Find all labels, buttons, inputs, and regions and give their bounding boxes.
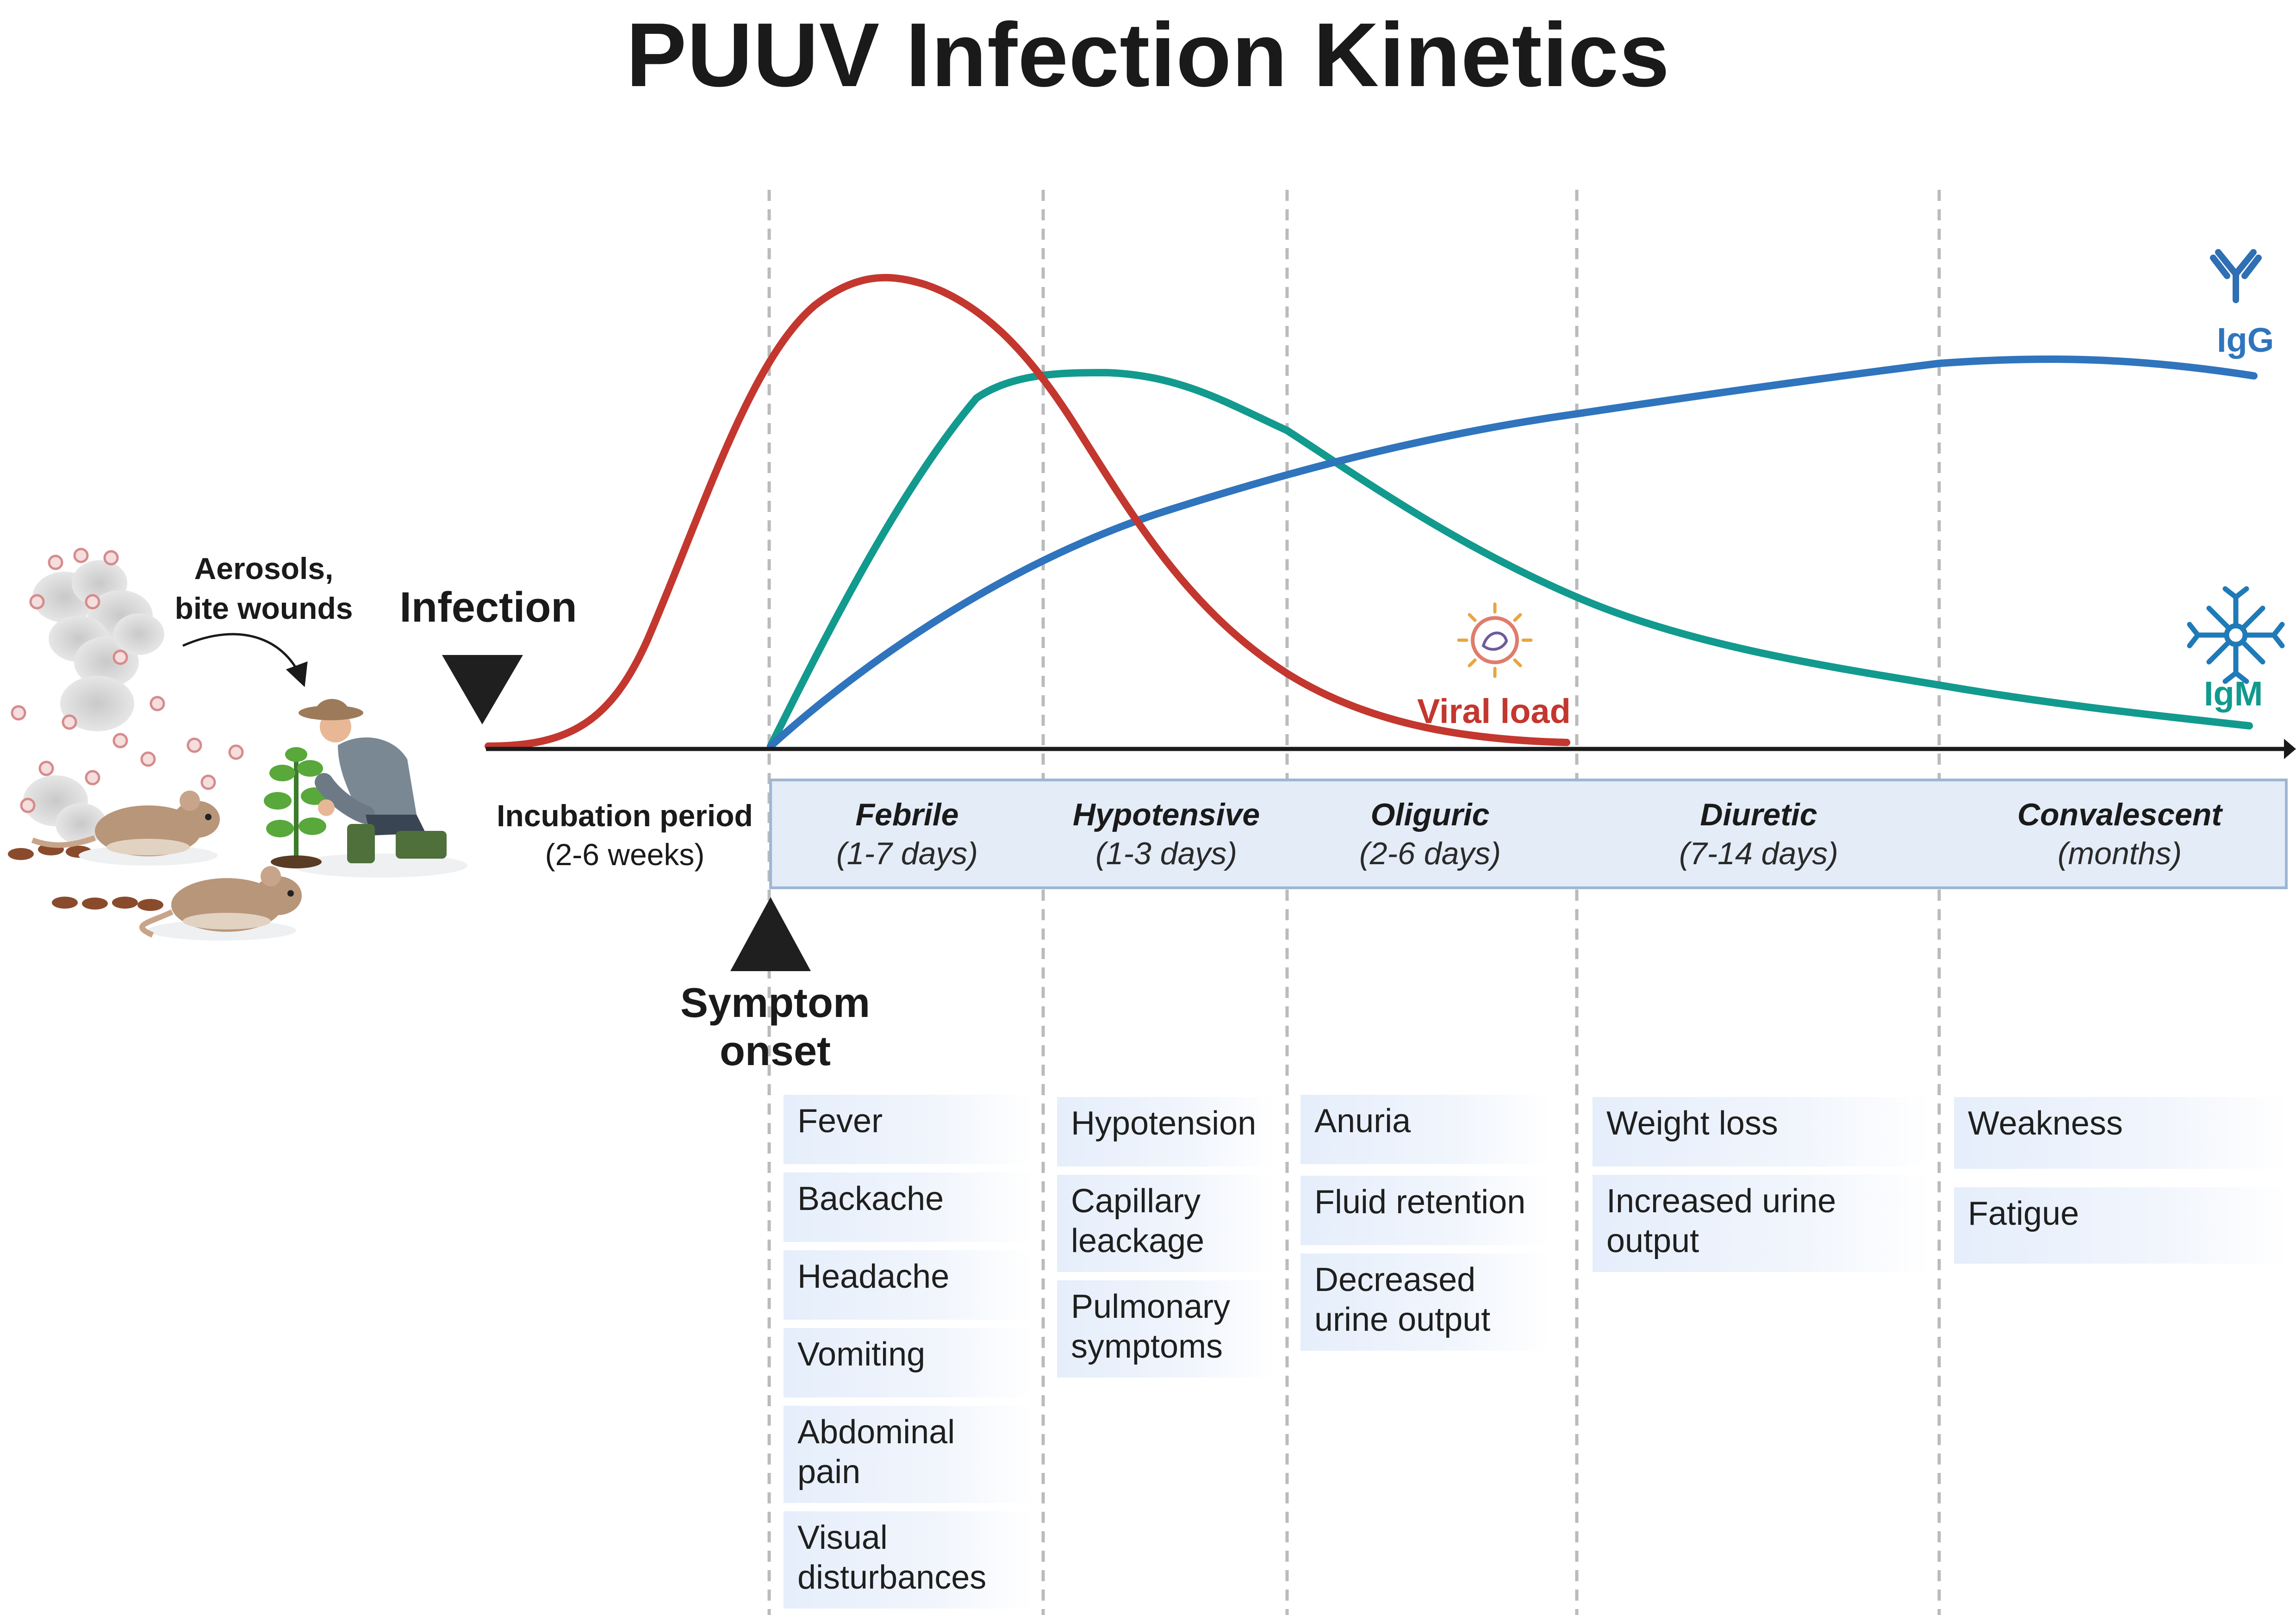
- viral-load-curve: [485, 274, 1570, 750]
- symptom-increased-urine-output: Increased urine output: [1593, 1175, 1930, 1272]
- symptom-text: Backache: [797, 1180, 944, 1217]
- aerosol-cloud-icon: [11, 548, 244, 845]
- symptom-onset-label: Symptom onset: [639, 979, 912, 1075]
- incubation-period: Incubation period (2-6 weeks): [481, 796, 768, 874]
- incubation-title: Incubation period: [497, 798, 753, 833]
- symptom-text-line-1: Visual: [797, 1519, 888, 1556]
- phase-duration: (1-3 days): [1095, 836, 1238, 871]
- symptom-headache: Headache: [784, 1250, 1033, 1320]
- phase-febrile: Febrile (1-7 days): [787, 795, 1027, 873]
- phase-name: Convalescent: [2017, 797, 2222, 832]
- symptom-text: Vomiting: [797, 1336, 926, 1373]
- symptom-visual-disturbances: Visual disturbances: [784, 1511, 1033, 1609]
- symptom-fever: Fever: [784, 1095, 1033, 1164]
- phase-name: Oliguric: [1370, 797, 1490, 832]
- aerosol-label-line-2: bite wounds: [174, 591, 353, 625]
- symptom-text: Weakness: [1968, 1105, 2123, 1142]
- aerosol-pointer-arrow: [182, 633, 308, 687]
- rodent-icon-2: [139, 866, 302, 941]
- symptom-text: Weight loss: [1606, 1105, 1778, 1142]
- phase-name: Hypotensive: [1072, 797, 1260, 832]
- symptom-text: Anuria: [1314, 1103, 1411, 1140]
- symptom-weight-loss: Weight loss: [1593, 1097, 1930, 1166]
- phase-oliguric: Oliguric (2-6 days): [1310, 795, 1550, 873]
- aerosol-label-line-1: Aerosols,: [194, 551, 334, 586]
- phase-duration: (7-14 days): [1679, 836, 1838, 871]
- symptom-text-line-1: Capillary: [1071, 1183, 1201, 1220]
- igm-label: IgM: [2204, 674, 2263, 713]
- symptom-text-line-2: disturbances: [797, 1559, 987, 1596]
- phase-name: Febrile: [855, 797, 959, 832]
- virus-icon: [1457, 602, 1533, 678]
- page-title: PUUV Infection Kinetics: [626, 4, 1670, 106]
- symptom-fatigue: Fatigue: [1954, 1187, 2287, 1264]
- phase-duration: (1-7 days): [836, 836, 978, 871]
- axis-arrowhead: [2284, 739, 2296, 759]
- phase-name: Diuretic: [1700, 797, 1817, 832]
- phase-dividers: [767, 190, 1941, 1615]
- symptom-text-line-1: Pulmonary: [1071, 1288, 1231, 1325]
- symptom-text: Fluid retention: [1314, 1184, 1526, 1221]
- symptom-text: Headache: [797, 1258, 950, 1295]
- symptom-hypotension: Hypotension: [1057, 1097, 1275, 1166]
- symptom-text: Hypotension: [1071, 1105, 1257, 1142]
- symptom-decreased-urine-output: Decreased urine output: [1300, 1253, 1550, 1351]
- phase-duration: (2-6 days): [1359, 836, 1501, 871]
- symptom-text-line-1: Decreased: [1314, 1261, 1476, 1298]
- infection-label: Infection: [399, 584, 577, 631]
- onset-label-line-2: onset: [719, 1028, 831, 1074]
- phase-duration: (months): [2057, 836, 2182, 871]
- igg-antibody-icon: [2210, 249, 2262, 303]
- phase-hypotensive: Hypotensive (1-3 days): [1046, 795, 1287, 873]
- symptom-text-line-2: output: [1606, 1222, 1699, 1260]
- symptom-capillary-leackage: Capillary leackage: [1057, 1175, 1275, 1272]
- aerosol-label: Aerosols, bite wounds: [153, 549, 375, 628]
- symptom-text-line-2: leackage: [1071, 1222, 1205, 1260]
- symptom-abdominal-pain: Abdominal pain: [784, 1406, 1033, 1503]
- symptom-backache: Backache: [784, 1172, 1033, 1242]
- symptom-text-line-2: symptoms: [1071, 1328, 1223, 1365]
- igg-label: IgG: [2217, 321, 2274, 359]
- symptom-anuria: Anuria: [1300, 1095, 1550, 1164]
- onset-marker: [730, 897, 811, 971]
- symptom-weakness: Weakness: [1954, 1097, 2287, 1169]
- symptom-pulmonary-symptoms: Pulmonary symptoms: [1057, 1280, 1275, 1378]
- symptom-text: Fever: [797, 1103, 883, 1140]
- farmer-icon: [264, 699, 467, 878]
- symptom-text: Fatigue: [1968, 1195, 2079, 1232]
- symptom-text-line-1: Increased urine: [1606, 1183, 1836, 1220]
- infection-marker: [442, 655, 523, 724]
- igm-antibody-icon: [2187, 586, 2285, 684]
- viral-load-label: Viral load: [1417, 692, 1571, 730]
- symptom-vomiting: Vomiting: [784, 1328, 1033, 1397]
- phase-convalescent: Convalescent (months): [1985, 795, 2254, 873]
- phase-diuretic: Diuretic (7-14 days): [1638, 795, 1879, 873]
- symptom-text-line-2: pain: [797, 1453, 861, 1490]
- igg-curve: [767, 355, 2258, 750]
- rodent-icon: [31, 791, 220, 866]
- symptom-text-line-1: Abdominal: [797, 1414, 955, 1451]
- phase-bar: [769, 779, 2288, 889]
- igm-curve: [767, 368, 2253, 750]
- symptom-fluid-retention: Fluid retention: [1300, 1176, 1550, 1245]
- symptom-text-line-2: urine output: [1314, 1301, 1491, 1338]
- onset-label-line-1: Symptom: [680, 980, 871, 1026]
- incubation-duration: (2-6 weeks): [545, 837, 705, 872]
